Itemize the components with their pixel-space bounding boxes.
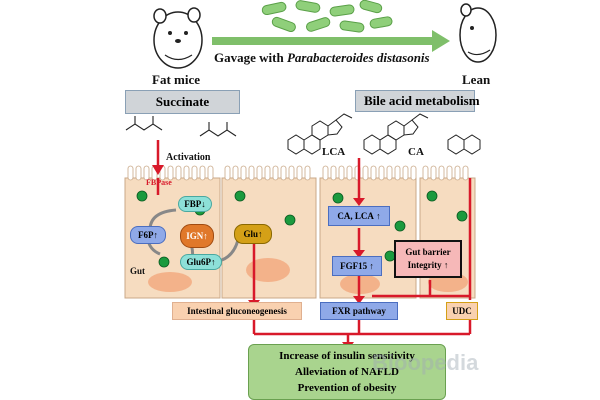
microvillus (232, 165, 239, 181)
result-box: Increase of insulin sensitivity Alleviat… (248, 344, 446, 400)
microvillus (462, 165, 469, 181)
gavage-text: Gavage with (214, 50, 284, 65)
third-bile-acid-structure (447, 134, 481, 155)
gavage-arrow (212, 30, 450, 52)
ca-lca-node: CA, LCA ↑ (328, 206, 390, 226)
bile-acid-title: Bile acid metabolism (355, 90, 480, 112)
effect-obesity: Prevention of obesity (297, 382, 397, 394)
microvillus (288, 165, 295, 181)
microvillus (135, 165, 142, 181)
gut-label: Gut (130, 266, 146, 276)
microvillus (183, 165, 190, 181)
microvillus (199, 165, 206, 181)
gut-barrier-node: Gut barrier Integrity ↑ (394, 240, 462, 278)
microvillus (272, 165, 279, 181)
effect-insulin: Increase of insulin sensitivity (279, 350, 415, 362)
intestinal-gluconeogenesis: Intestinal gluconeogenesis (172, 302, 302, 320)
effect-nafld: Alleviation of NAFLD (295, 366, 399, 378)
succinate-structure-2 (199, 122, 237, 137)
succinate-structure-1 (125, 116, 163, 131)
microvillus (362, 165, 369, 181)
glu6p-node: Glu6P↑ (180, 254, 222, 270)
fat-mice-label: Fat mice (152, 72, 201, 87)
watermark: Bioopedia (372, 350, 479, 375)
microvillus (304, 165, 311, 181)
lca-structure (287, 113, 353, 155)
microvillus (370, 165, 377, 181)
microvillus (143, 165, 150, 181)
microvillus (378, 165, 385, 181)
ign-node: IGN↑ (180, 224, 214, 248)
lca-label: LCA (322, 146, 346, 158)
microvillus (330, 165, 337, 181)
red-arrows (156, 140, 472, 342)
microvillus (207, 165, 214, 181)
udc-box: UDC (446, 302, 478, 320)
microvillus (248, 165, 255, 181)
gut-barrier-line1: Gut barrier (405, 247, 451, 257)
microvillus (438, 165, 445, 181)
microvillus (346, 165, 353, 181)
gavage-label: Gavage with Parabacteroides distasonis (214, 50, 430, 66)
microvillus (422, 165, 429, 181)
lean-mouse-icon (459, 3, 497, 63)
fbp-node: FBP↓ (178, 196, 212, 212)
microvillus (224, 165, 231, 181)
microvillus (167, 165, 174, 181)
microvillus (256, 165, 263, 181)
microvillus (386, 165, 393, 181)
glu-text: Glu (243, 229, 258, 239)
f6p-text: F6P (138, 230, 154, 240)
microvillus (430, 165, 437, 181)
ca-lca-text: CA, LCA (337, 211, 374, 221)
microvillus (175, 165, 182, 181)
microvillus (394, 165, 401, 181)
microvillus (446, 165, 453, 181)
microvillus (191, 165, 198, 181)
fbp-text: FBP (184, 199, 202, 209)
microvillus (410, 165, 417, 181)
microvillus (338, 165, 345, 181)
ign-text: IGN (186, 231, 204, 241)
gut-barrier-line2: Integrity (407, 260, 442, 270)
microvillus (322, 165, 329, 181)
fgf15-node: FGF15 ↑ (332, 256, 382, 276)
lean-label: Lean (462, 72, 491, 87)
microvillus (402, 165, 409, 181)
glu-node: Glu↑ (234, 224, 272, 244)
ca-structure (363, 113, 429, 155)
microvillus (264, 165, 271, 181)
microvillus (280, 165, 287, 181)
microvilli (127, 165, 469, 181)
glu6p-text: Glu6P (186, 257, 211, 267)
microvillus (296, 165, 303, 181)
f6p-node: F6P↑ (130, 226, 166, 244)
succinate-title: Succinate (125, 90, 240, 114)
microvillus (240, 165, 247, 181)
bacteria-icon (261, 0, 393, 33)
gut-barrier-line2-wrap: Integrity ↑ (407, 260, 449, 270)
activation-label: Activation (166, 152, 211, 163)
gavage-species: Parabacteroides distasonis (286, 50, 430, 65)
fbpase-label: FBPase (146, 178, 172, 187)
fgf15-text: FGF15 (340, 261, 368, 271)
fat-mouse-icon (153, 7, 203, 69)
fxr-pathway: FXR pathway (320, 302, 398, 320)
microvillus (454, 165, 461, 181)
ca-label: CA (408, 146, 424, 158)
microvillus (127, 165, 134, 181)
